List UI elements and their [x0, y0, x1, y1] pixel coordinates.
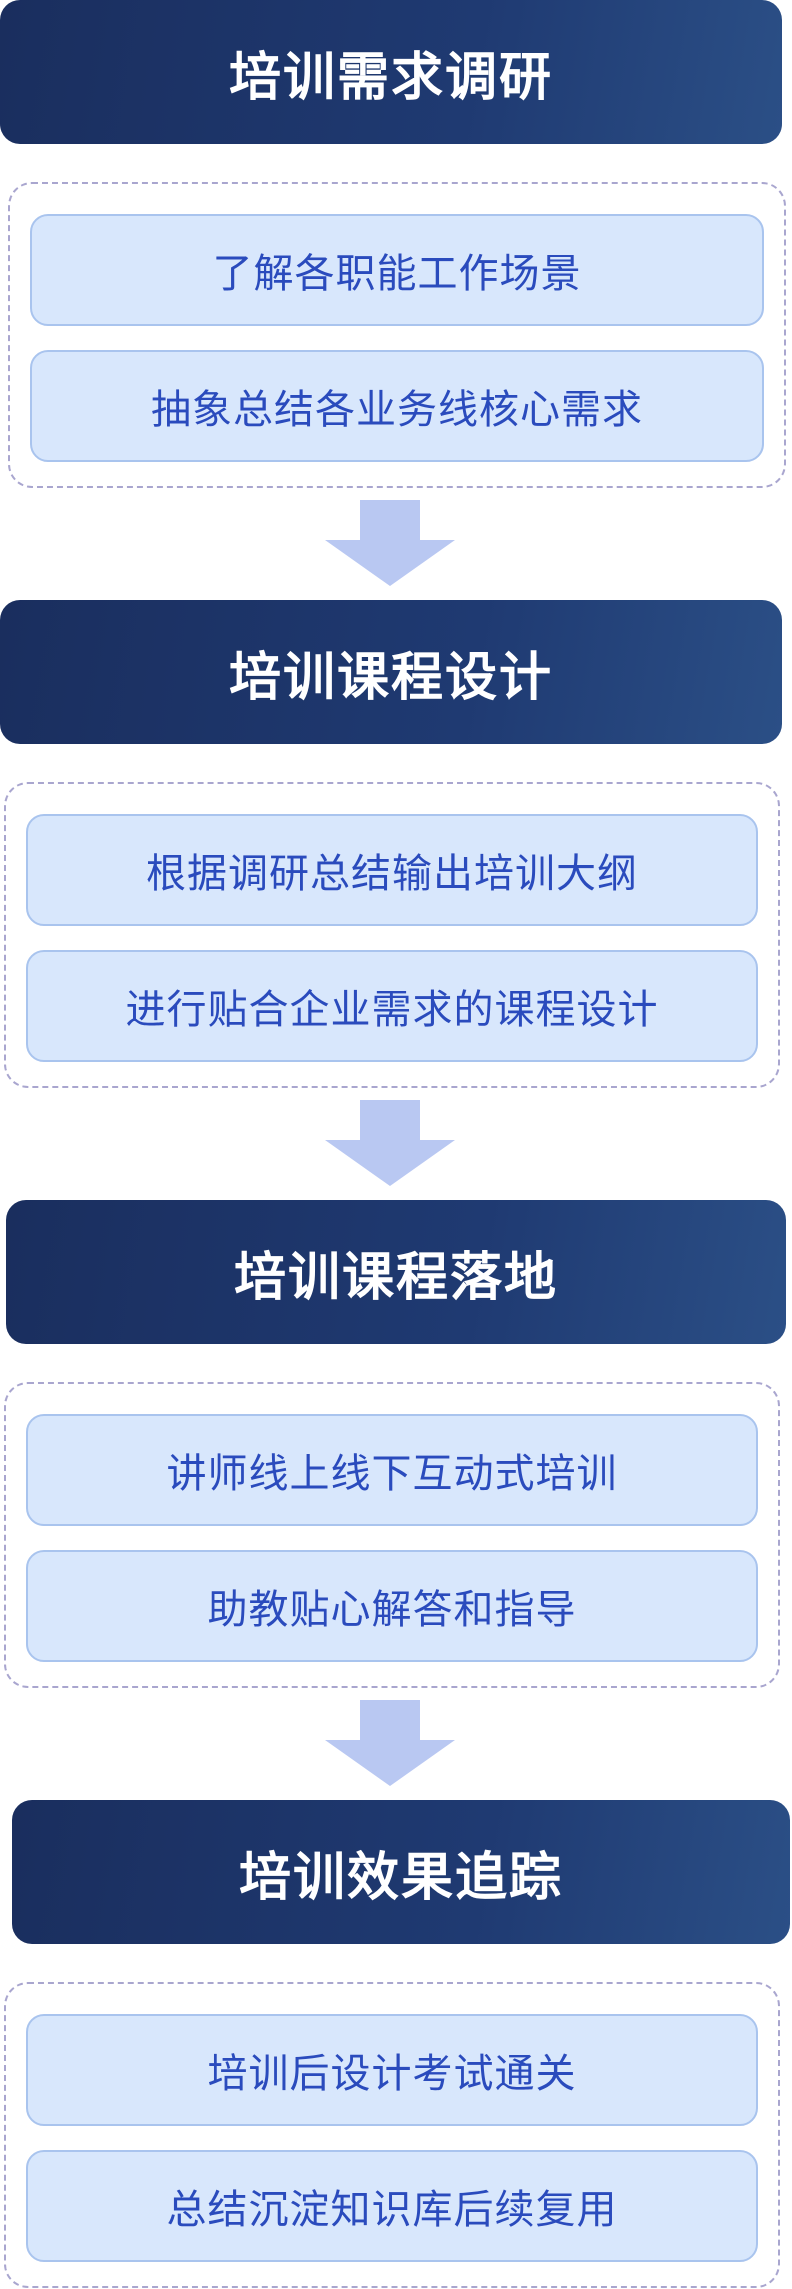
stage-group-course-delivery: 讲师线上线下互动式培训 助教贴心解答和指导	[4, 1382, 780, 1688]
stage-item: 进行贴合企业需求的课程设计	[26, 950, 758, 1062]
down-arrow-icon	[325, 1100, 455, 1186]
down-arrow-icon	[325, 1700, 455, 1786]
stage-header-needs-research: 培训需求调研	[0, 0, 782, 144]
stage-group-needs-research: 了解各职能工作场景 抽象总结各业务线核心需求	[8, 182, 786, 488]
stage-item: 讲师线上线下互动式培训	[26, 1414, 758, 1526]
stage-item: 抽象总结各业务线核心需求	[30, 350, 764, 462]
stage-item: 培训后设计考试通关	[26, 2014, 758, 2126]
stage-item: 根据调研总结输出培训大纲	[26, 814, 758, 926]
stage-item: 总结沉淀知识库后续复用	[26, 2150, 758, 2262]
stage-group-effect-tracking: 培训后设计考试通关 总结沉淀知识库后续复用	[4, 1982, 780, 2288]
stage-item: 助教贴心解答和指导	[26, 1550, 758, 1662]
stage-item: 了解各职能工作场景	[30, 214, 764, 326]
stage-header-effect-tracking: 培训效果追踪	[12, 1800, 790, 1944]
down-arrow-icon	[325, 500, 455, 586]
stage-header-course-delivery: 培训课程落地	[6, 1200, 786, 1344]
stage-group-course-design: 根据调研总结输出培训大纲 进行贴合企业需求的课程设计	[4, 782, 780, 1088]
stage-header-course-design: 培训课程设计	[0, 600, 782, 744]
